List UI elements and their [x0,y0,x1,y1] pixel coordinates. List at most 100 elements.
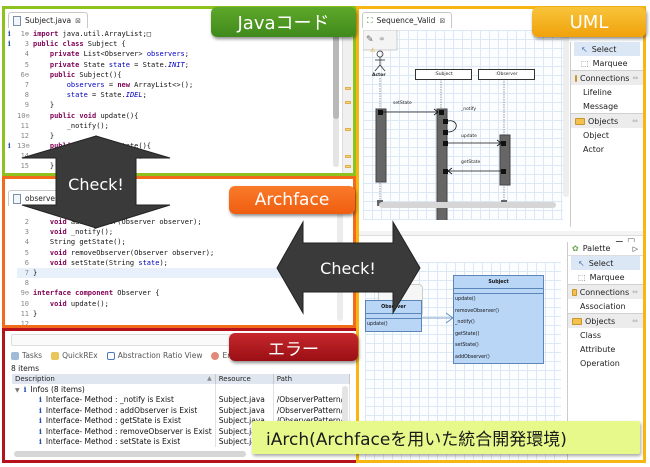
message-notify[interactable] [447,120,457,133]
code-line[interactable]: 9⊖interface component Observer { [17,288,337,298]
pin-icon[interactable]: ⇔ [632,317,638,325]
code-line[interactable]: 5 void removeObserver(Observer observer)… [17,248,337,258]
pin-icon[interactable]: ⇔ [632,74,639,82]
message-anchor[interactable] [439,110,444,115]
tab-subject-java[interactable]: Subject.java ⊠ [8,12,89,28]
close-icon[interactable]: ⊠ [75,16,82,25]
code-line[interactable]: 6⊖ public Subject(){ [8,70,334,80]
collapse-palette-icon[interactable]: ▷ [632,244,638,253]
code-line[interactable]: 11} [17,309,337,319]
close-icon[interactable]: ⊠ [439,16,446,25]
message-anchor[interactable] [378,110,383,115]
palette-item[interactable]: Actor [583,144,605,154]
palette-item[interactable]: Class [580,330,602,340]
actor-activation[interactable] [375,108,387,183]
palette-tool-marquee[interactable]: ⬚Marquee [568,270,643,284]
palette-header[interactable]: ✿Palette▷ [568,242,643,256]
sequence-canvas[interactable]: ✎ ⚭ ⚠ [363,30,563,220]
scroll-thumb[interactable] [333,29,339,119]
operation[interactable]: update() [455,297,476,303]
palette-tool-select[interactable]: ↖Select [571,256,640,270]
observer-activation[interactable] [499,134,511,186]
pin-icon[interactable]: ⇔ [632,117,638,125]
ruler-marker[interactable] [345,128,351,131]
column-path[interactable]: Path [273,374,351,384]
tab-tasks[interactable]: Tasks [11,351,42,360]
palette-item[interactable]: Message [583,101,619,111]
operation[interactable]: update() [367,322,388,328]
message-anchor[interactable] [443,169,448,174]
archface-code-editor[interactable]: 2 void addObserver(Observer observer);3 … [17,217,337,325]
message-anchor[interactable] [443,130,448,135]
code-line[interactable]: 10 void update(); [17,299,337,309]
code-line[interactable]: 5 private State state = State.INIT; [8,60,334,70]
code-line[interactable]: 4 private List<Observer> observers; [8,49,334,59]
expand-triangle-icon[interactable]: ▼ [15,386,20,394]
lifeline-subject[interactable]: :Subject [415,69,472,80]
code-line[interactable]: 8 state = State.IDEL; [8,90,334,100]
palette-tool-marquee[interactable]: ⬚Marquee [571,56,643,70]
code-line[interactable]: 12 [17,319,337,325]
ruler-marker[interactable] [345,165,351,168]
code-line[interactable]: 7} [17,267,337,279]
palette-item[interactable]: Attribute [580,344,616,354]
code-line[interactable]: 7 observers = new ArrayList<>(); [8,80,334,90]
link-icon[interactable]: ⚭ [378,35,386,45]
code-line[interactable]: 6 void setState(String state); [17,258,337,268]
column-resource[interactable]: Resource [215,374,274,384]
palette-section-objects[interactable]: Objects⇔ [568,313,643,328]
code-line[interactable]: 9 } [8,100,334,110]
code-line[interactable]: 2 void addObserver(Observer observer); [17,217,337,227]
palette-item[interactable]: Operation [580,358,620,368]
vertical-scrollbar[interactable] [563,31,569,197]
code-line[interactable]: 14 return this.state; [8,151,334,161]
code-line[interactable]: 3 void _notify(); [17,227,337,237]
operation[interactable]: setState() [455,343,479,349]
palette-section-connections[interactable]: Connections⇔ [571,70,643,85]
code-line[interactable]: 11 _notify(); [8,121,334,131]
operation[interactable]: removeObserver() [455,308,499,314]
class-subject[interactable]: Subject update()removeObserver()_notify(… [453,275,544,364]
palette-item[interactable]: Association [580,301,626,311]
horizontal-scrollbar[interactable] [379,202,556,208]
pin-icon[interactable]: ⇔ [632,288,638,296]
operation[interactable]: getState() [455,331,480,337]
palette-tool-select[interactable]: ↖Select [574,42,640,56]
subject-activation[interactable] [436,108,448,220]
ruler-marker[interactable] [345,155,351,158]
vertical-scrollbar[interactable] [333,29,339,167]
palette-section-connections[interactable]: Connections⇔ [568,284,643,299]
palette-item[interactable]: Object [583,130,610,140]
ruler-marker[interactable] [345,101,351,104]
code-line[interactable]: 12 } [8,131,334,141]
operation[interactable]: addObserver() [455,354,490,360]
class-observer[interactable]: Observer update() [365,300,422,332]
code-line[interactable]: 4 String getState(); [17,237,337,247]
code-line[interactable]: 8 [17,278,337,288]
palette-item[interactable]: Lifeline [583,87,612,97]
vertical-scrollbar[interactable] [342,386,348,426]
lifeline-observer[interactable]: :Observer [478,69,535,80]
pencil-icon[interactable]: ✎ [366,35,374,45]
column-description[interactable]: Description▲ [12,374,216,384]
palette-section-objects[interactable]: Objects⇔ [571,113,643,128]
code-line[interactable]: 10⊖ public void update(){ [8,111,334,121]
ruler-marker[interactable] [345,87,351,90]
operation[interactable]: _notify() [455,320,475,326]
tab-abstraction-ratio[interactable]: Abstraction Ratio View [106,351,202,360]
tab-sequence-valid[interactable]: ⛶ Sequence_Valid ⊠ [362,12,453,28]
message-anchor[interactable] [443,141,448,146]
message-anchor[interactable] [443,119,448,124]
horizontal-scrollbar[interactable] [14,451,246,457]
message-anchor[interactable] [501,141,506,146]
tab-quickrex[interactable]: QuickREx [51,351,98,360]
message-anchor[interactable] [501,169,506,174]
